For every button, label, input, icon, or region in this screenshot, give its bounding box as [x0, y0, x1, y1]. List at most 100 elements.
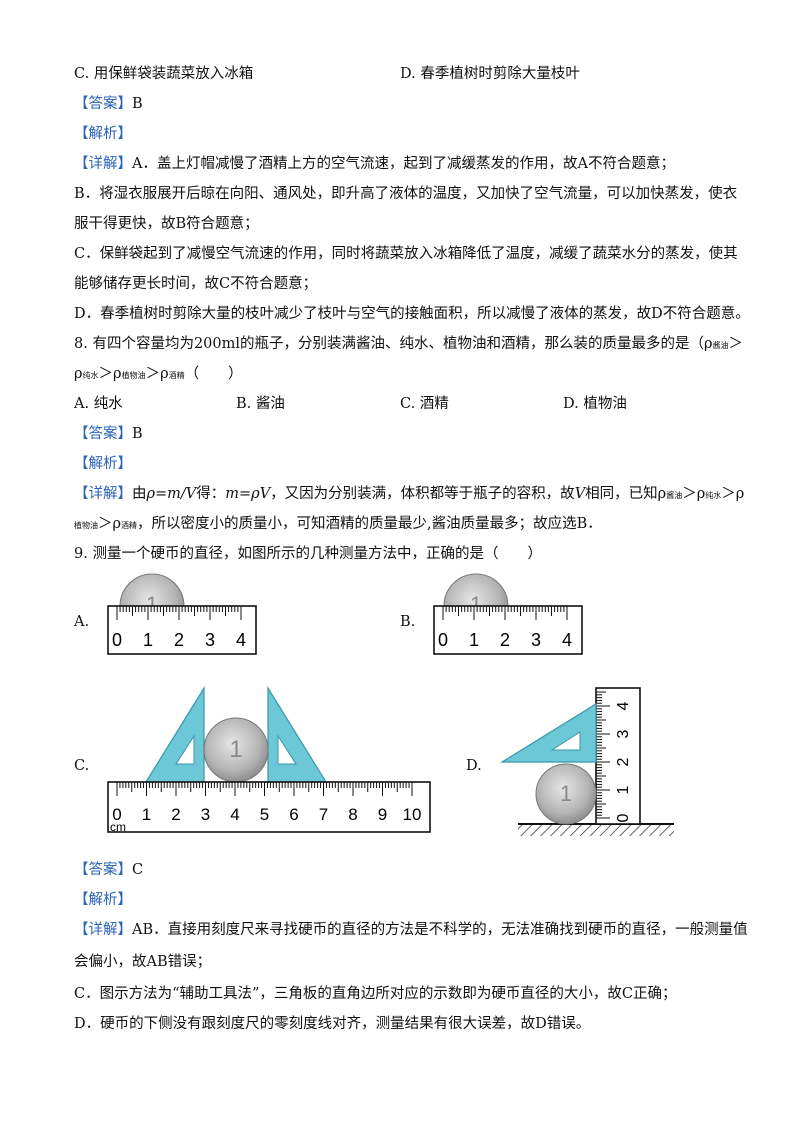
q7-detail-b1: B．将湿衣服展开后晾在向阳、通风处，即升高了液体的温度，又加快了空气流量，可以加…	[74, 186, 738, 202]
coin-digit: 1	[229, 736, 242, 763]
q8-option-a: A. 纯水	[74, 396, 123, 412]
q7-analysis-tag: 【解析】	[74, 124, 132, 144]
detail-text: A．盖上灯帽减慢了酒精上方的空气流速，起到了减缓蒸发的作用，故A不符合题意；	[132, 156, 675, 172]
q9-detail-c: C．图示方法为“辅助工具法”，三角板的直角边所对应的示数即为硬币直径的大小，故C…	[74, 986, 677, 1002]
tick-label: 3	[615, 729, 632, 738]
sub-water: 纯水	[82, 371, 99, 380]
q7-detail-a: 【详解】A．盖上灯帽减慢了酒精上方的空气流速，起到了减缓蒸发的作用，故A不符合题…	[74, 154, 675, 174]
t: ，又因为分别装满，体积都等于瓶子的容积，故	[270, 486, 575, 502]
sub-alcohol: 酒精	[121, 521, 138, 530]
figure-b: 1 0 1 2 3 4	[433, 573, 583, 655]
q7-detail-d: D．春季植树时剪除大量的枝叶减少了枝叶与空气的接触面积，所以减慢了液体的蒸发，故…	[74, 306, 750, 322]
coin-digit: 1	[146, 592, 158, 617]
q7-option-c: C. 用保鲜袋装蔬菜放入冰箱	[74, 66, 254, 82]
rho: ρ	[160, 366, 169, 382]
analysis-tag: 【解析】	[74, 892, 132, 908]
detail-tag: 【详解】	[74, 486, 132, 502]
ruler-ticks	[116, 606, 242, 620]
tick-label: 4	[236, 630, 246, 650]
tick-label: 4	[615, 701, 632, 710]
tick-label: 8	[348, 805, 357, 824]
sub-soy: 酱油	[666, 491, 683, 500]
analysis-tag: 【解析】	[74, 126, 132, 142]
vertical-ruler-ticks	[596, 691, 610, 819]
answer-value: C	[132, 862, 144, 878]
tick-label: 2	[615, 757, 632, 766]
fig-a-label: A.	[74, 614, 90, 630]
tick-label: 6	[289, 805, 298, 824]
tick-label: 2	[174, 630, 184, 650]
fig-b-label: B.	[400, 614, 416, 630]
tick-label: 1	[143, 630, 153, 650]
t: 相同，已知ρ	[585, 486, 667, 502]
ruler	[433, 605, 583, 655]
sub-water: 纯水	[705, 491, 722, 500]
q8-option-b: B. 酱油	[236, 396, 285, 412]
q9-answer: 【答案】C	[74, 860, 143, 880]
tick-label: 3	[201, 805, 210, 824]
q8-stem-line2: ρ纯水＞ρ植物油＞ρ酒精（ ）	[74, 364, 243, 386]
ruler-labels: 0 1 2 3 4 5 6 7 8 9 10 cm	[110, 805, 421, 834]
sub-soy: 酱油	[712, 341, 729, 350]
t: ＞ρ	[721, 486, 745, 502]
answer-value: B	[132, 426, 143, 442]
tick-label: 3	[531, 630, 541, 650]
q7-detail-b2: 服干得更快，故B符合题意；	[74, 216, 259, 232]
analysis-tag: 【解析】	[74, 456, 132, 472]
coin	[535, 763, 597, 825]
q7-detail-c1: C．保鲜袋起到了减慢空气流速的作用，同时将蔬菜放入冰箱降低了温度，减缓了蔬菜水分…	[74, 246, 738, 262]
tick-label: 0	[438, 630, 448, 650]
figure-d: 0 1 2 3 4 1	[499, 687, 674, 836]
tick-label: 7	[319, 805, 328, 824]
t: ＞ρ	[682, 486, 706, 502]
q7-detail-c2: 能够储存更长时间，故C不符合题意；	[74, 276, 318, 292]
figure-a: 1 0 1 2 3 4	[107, 573, 257, 655]
detail-text: AB．直接用刻度尺来寻找硬币的直径的方法是不科学的，无法准确找到硬币的直径，一般…	[132, 922, 748, 938]
q8-detail-line1: 【详解】由ρ=m/V得：m=ρV，又因为分别装满，体积都等于瓶子的容积，故V相同…	[74, 484, 744, 506]
tick-label: 2	[500, 630, 510, 650]
unit-label: cm	[110, 820, 126, 834]
triangle-left	[144, 685, 205, 783]
tick-label: 3	[205, 630, 215, 650]
gt-sign: ＞	[145, 366, 161, 382]
q9-analysis-tag: 【解析】	[74, 890, 132, 910]
q9-detail-ab1: 【详解】AB．直接用刻度尺来寻找硬币的直径的方法是不科学的，无法准确找到硬币的直…	[74, 920, 748, 940]
triangle-hole	[550, 731, 581, 751]
triangle	[499, 702, 597, 763]
tick-label: 0	[615, 813, 632, 822]
tick-label: 4	[562, 630, 572, 650]
tick-label: 1	[615, 785, 632, 794]
ruler	[107, 781, 431, 833]
figure-c: 1 0 1 2 3 4 5 6 7 8 9 10 cm	[107, 685, 431, 834]
vertical-ruler	[595, 687, 641, 825]
ruler-ticks	[116, 782, 413, 796]
coin	[443, 573, 509, 639]
q8-analysis-tag: 【解析】	[74, 454, 132, 474]
q8-detail-line2: 植物油＞ρ酒精，所以密度小的质量小，可知酒精的质量最少,酱油质量最多；故应选B．	[74, 514, 602, 536]
sub-oil: 植物油	[121, 371, 146, 380]
tick-label: 4	[230, 805, 239, 824]
gt-sign: ＞	[728, 336, 744, 352]
fig-c-label: C.	[74, 758, 90, 774]
q9-stem: 9. 测量一个硬币的直径，如图所示的几种测量方法中，正确的是（ ）	[74, 546, 542, 562]
q8-option-d: D. 植物油	[563, 396, 627, 412]
t: ，所以密度小的质量小，可知酒精的质量最少,酱油质量最多；故应选B．	[137, 516, 602, 532]
sub-alcohol: 酒精	[168, 371, 185, 380]
tick-label: 2	[171, 805, 180, 824]
answer-value: B	[132, 96, 143, 112]
tick-label: 0	[112, 805, 121, 824]
triangle-right	[267, 685, 328, 783]
answer-tag: 【答案】	[74, 862, 132, 878]
tick-label: 1	[142, 805, 151, 824]
tick-label: 10	[403, 805, 422, 824]
rho: ρ	[113, 366, 122, 382]
tick-label: 5	[260, 805, 269, 824]
ground-hatch	[518, 824, 674, 836]
ruler-labels: 0 1 2 3 4	[112, 630, 246, 650]
paren: （ ）	[184, 366, 243, 382]
tick-label: 9	[378, 805, 387, 824]
q9-detail-d: D．硬币的下侧没有跟刻度尺的零刻度线对齐，测量结果有很大误差，故D错误。	[74, 1016, 591, 1032]
answer-tag: 【答案】	[74, 426, 132, 442]
formula: ρ=m/V	[146, 486, 197, 502]
t: 得：	[196, 486, 226, 502]
